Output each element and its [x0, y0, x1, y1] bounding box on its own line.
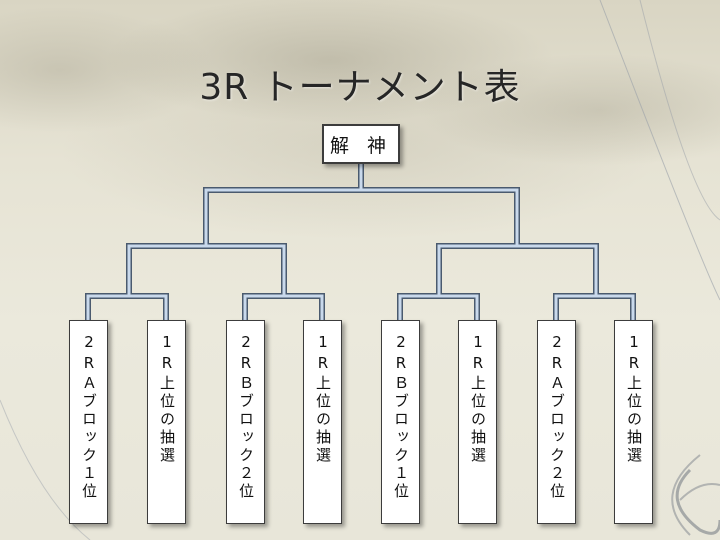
- entry-label-3: 2RＢブロック２位: [237, 333, 255, 501]
- champion-box: 解 神: [322, 124, 400, 164]
- page-title: 3R トーナメント表: [199, 67, 521, 108]
- entry-box-4: 1R上位の抽選: [303, 320, 342, 524]
- entry-label-6: 1R上位の抽選: [469, 333, 487, 465]
- entry-label-5: 2RＢブロック１位: [392, 333, 410, 501]
- entry-label-2: 1R上位の抽選: [158, 333, 176, 465]
- entry-label-4: 1R上位の抽選: [314, 333, 332, 465]
- entry-box-7: 2RＡブロック２位: [537, 320, 576, 524]
- entry-box-1: 2RＡブロック１位: [69, 320, 108, 524]
- entry-box-6: 1R上位の抽選: [458, 320, 497, 524]
- entry-label-1: 2RＡブロック１位: [80, 333, 98, 501]
- entry-label-8: 1R上位の抽選: [625, 333, 643, 465]
- entry-box-2: 1R上位の抽選: [147, 320, 186, 524]
- entry-box-8: 1R上位の抽選: [614, 320, 653, 524]
- entry-box-3: 2RＢブロック２位: [226, 320, 265, 524]
- bracket-connector-group: [85, 161, 636, 323]
- entry-box-5: 2RＢブロック１位: [381, 320, 420, 524]
- champion-label: 解 神: [329, 134, 393, 157]
- entry-label-7: 2RＡブロック２位: [548, 333, 566, 501]
